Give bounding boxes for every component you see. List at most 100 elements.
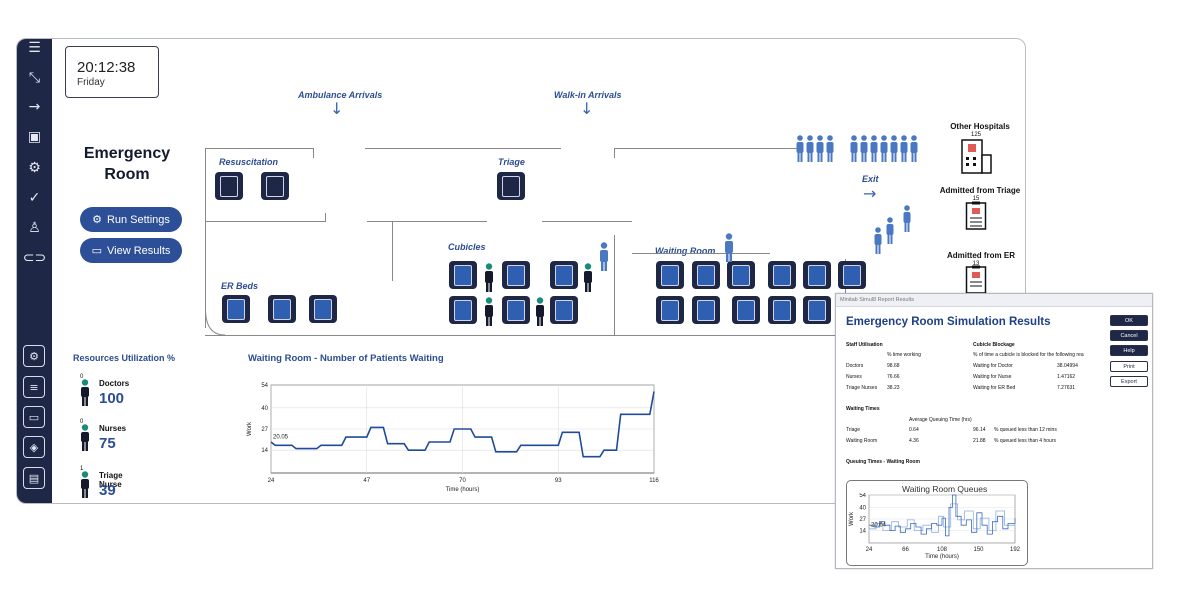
doctor-icon (485, 297, 493, 326)
settings-icon[interactable]: ⚙ (28, 160, 41, 176)
report-title: Emergency Room Simulation Results (846, 316, 1051, 328)
cubicle-row-value: 7.27631 (1057, 385, 1076, 391)
waiting-seat[interactable] (692, 261, 720, 289)
patient-icon (600, 242, 608, 271)
cubicle[interactable] (449, 296, 477, 324)
user-icon[interactable]: ♙ (28, 220, 41, 236)
wall (205, 335, 845, 336)
cancel-button[interactable]: Cancel (1110, 330, 1148, 341)
admitted-triage-label: Admitted from Triage (939, 186, 1021, 195)
er-bed[interactable] (309, 295, 337, 323)
nurse-icon (81, 424, 89, 451)
cubicle-subheading: % of time a cubicle is blocked for the f… (973, 352, 1084, 358)
gear-icon: ⚙ (92, 213, 102, 226)
wall (365, 148, 561, 149)
resuscitation-bed[interactable] (215, 172, 243, 200)
waiting-seat[interactable] (727, 261, 755, 289)
cubicle[interactable] (502, 296, 530, 324)
er-bed[interactable] (268, 295, 296, 323)
check-icon[interactable]: ✓ (28, 190, 41, 206)
hospital-icon (961, 139, 992, 174)
wall (392, 221, 393, 281)
waiting-seat[interactable] (768, 261, 796, 289)
waiting-seat[interactable] (803, 261, 831, 289)
waiting-seat[interactable] (803, 296, 831, 324)
waiting-seat[interactable] (732, 296, 760, 324)
waiting-seat[interactable] (656, 296, 684, 324)
arrow-down-icon: ↓ (580, 99, 594, 118)
report-window: Minitab Simul8 Report Results Emergency … (835, 293, 1153, 569)
cubicle-row-value: 38.04994 (1057, 363, 1078, 369)
mini-chart-title: Waiting Room Queues (902, 484, 988, 494)
waiting-seat[interactable] (768, 296, 796, 324)
toggle-box-icon[interactable]: ≡ (23, 376, 45, 398)
run-settings-button[interactable]: ⚙ Run Settings (80, 207, 182, 232)
monitor-icon: ▭ (91, 244, 102, 257)
staff-row-value: 98.68 (887, 363, 900, 369)
cubicle[interactable] (449, 261, 477, 289)
wall (542, 221, 632, 222)
cubicle[interactable] (502, 261, 530, 289)
panel-box-icon[interactable]: ▭ (23, 406, 45, 428)
print-button[interactable]: Print (1110, 361, 1148, 372)
arrow-down-icon: ↓ (330, 99, 344, 118)
cubicle-row-value: 1.47162 (1057, 374, 1076, 380)
x-tick-label: 70 (459, 478, 466, 484)
x-axis-label: Time (hours) (446, 487, 480, 493)
cubicle[interactable] (550, 296, 578, 324)
sidebar: ☰ ⤡ → ▣ ⚙ ✓ ♙ ⊂⊃ ⚙ ≡ ▭ ◈ ▤ (17, 39, 52, 503)
mini-x-tick-label: 24 (866, 547, 873, 553)
report-window-title: Minitab Simul8 Report Results (836, 294, 1152, 307)
wall (205, 221, 325, 222)
wall (205, 148, 206, 328)
utilization-title: Resources Utilization % (73, 353, 176, 363)
waiting-seat[interactable] (692, 296, 720, 324)
patient-icon (725, 233, 733, 262)
waiting-times-subheading: Average Queuing Time (hrs) (909, 417, 972, 423)
wall (614, 235, 615, 335)
staff-row-value: 76.66 (887, 374, 900, 380)
admitted-er-label: Admitted from ER (947, 251, 1015, 260)
staff-subheading: % time working (887, 352, 921, 358)
arrow-right-icon[interactable]: → (28, 99, 41, 115)
menu-icon[interactable]: ☰ (28, 40, 41, 56)
nurse-icon (536, 297, 544, 326)
settings-box-icon[interactable]: ⚙ (23, 345, 45, 367)
waiting-row-desc: % queued less than 12 mins (994, 427, 1057, 433)
calendar-box-icon[interactable]: ▤ (23, 467, 45, 489)
queue-heading: Queuing Times - Waiting Room (846, 459, 920, 465)
export-button[interactable]: Export (1110, 376, 1148, 387)
y-tick-label: 40 (261, 406, 268, 412)
triage-station[interactable] (497, 172, 525, 200)
staff-heading: Staff Utilisation (846, 342, 883, 348)
cubicle-row-name: Waiting for ER Bed (973, 385, 1016, 391)
resize-icon[interactable]: ⤡ (28, 70, 41, 86)
cubicle-row-name: Waiting for Doctor (973, 363, 1013, 369)
waiting-seat[interactable] (656, 261, 684, 289)
waiting-row-avg: 0.64 (909, 427, 919, 433)
clock-widget: 20:12:38 Friday (65, 46, 159, 98)
x-tick-label: 24 (268, 478, 275, 484)
er-bed[interactable] (222, 295, 250, 323)
resuscitation-bed[interactable] (261, 172, 289, 200)
staff-row-name: Triage Nurses (846, 385, 878, 391)
view-results-button[interactable]: ▭ View Results (80, 238, 182, 263)
wall (845, 259, 846, 319)
help-button[interactable]: Help (1110, 345, 1148, 356)
wall-corner (205, 309, 226, 336)
mini-x-tick-label: 108 (937, 547, 948, 553)
waiting-seat[interactable] (838, 261, 866, 289)
cubicle[interactable] (550, 261, 578, 289)
wall (632, 253, 770, 254)
link-icon[interactable]: ⊂⊃ (22, 250, 47, 266)
wall (313, 148, 314, 158)
y-tick-label: 27 (261, 427, 268, 433)
mini-x-tick-label: 192 (1010, 547, 1021, 553)
waiting-row-desc: % queued less than 4 hours (994, 438, 1056, 444)
ok-button[interactable]: OK (1110, 315, 1148, 326)
diamond-box-icon[interactable]: ◈ (23, 436, 45, 458)
cubicles-label: Cubicles (448, 242, 486, 252)
save-icon[interactable]: ▣ (27, 129, 42, 145)
clock-time: 20:12:38 (77, 59, 136, 76)
er-beds-label: ER Beds (221, 281, 259, 291)
